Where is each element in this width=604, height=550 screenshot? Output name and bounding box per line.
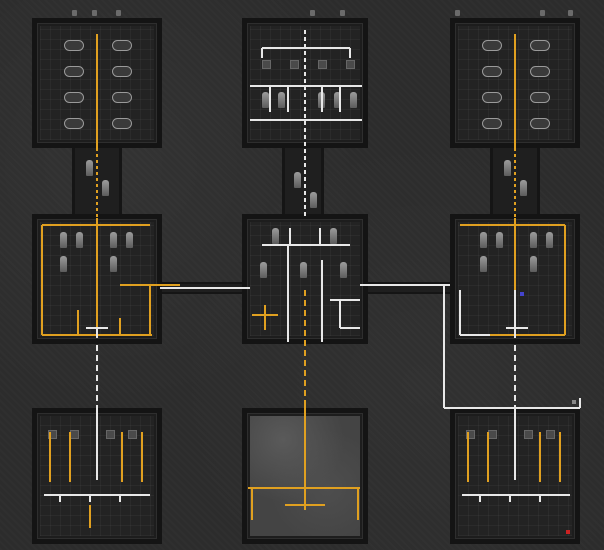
vent-icon [310,10,315,16]
vent-icon [455,10,460,16]
statue-icon[interactable] [262,92,269,108]
bed-icon[interactable] [112,118,132,129]
statue-icon[interactable] [86,160,93,176]
bed-icon[interactable] [112,40,132,51]
vent-icon [92,10,97,16]
bed-icon[interactable] [112,92,132,103]
statue-icon[interactable] [546,232,553,248]
bed-icon[interactable] [482,66,502,77]
bed-icon[interactable] [64,92,84,103]
shelf-icon[interactable] [48,430,57,439]
statue-icon[interactable] [530,232,537,248]
statue-icon[interactable] [272,228,279,244]
table-icon[interactable] [318,60,327,69]
room-mid-center[interactable] [242,214,368,344]
shelf-icon[interactable] [524,430,533,439]
table-icon[interactable] [262,60,271,69]
corridor-right [490,148,540,218]
vent-icon [72,10,77,16]
statue-icon[interactable] [530,256,537,272]
vent-icon [540,10,545,16]
selection-marker-icon[interactable] [520,292,524,296]
bed-icon[interactable] [530,92,550,103]
shelf-icon[interactable] [466,430,475,439]
bed-icon[interactable] [64,40,84,51]
vent-icon [340,10,345,16]
statue-icon[interactable] [310,192,317,208]
statue-icon[interactable] [60,232,67,248]
bed-icon[interactable] [530,40,550,51]
statue-icon[interactable] [126,232,133,248]
bed-icon[interactable] [482,40,502,51]
shelf-icon[interactable] [128,430,137,439]
bed-icon[interactable] [530,66,550,77]
shelf-icon[interactable] [106,430,115,439]
alert-marker-icon[interactable] [566,530,570,534]
bed-icon[interactable] [482,118,502,129]
statue-icon[interactable] [496,232,503,248]
corridor-center [282,148,324,218]
statue-icon[interactable] [520,180,527,196]
table-icon[interactable] [346,60,355,69]
statue-icon[interactable] [350,92,357,108]
statue-icon[interactable] [300,262,307,278]
bed-icon[interactable] [530,118,550,129]
statue-icon[interactable] [480,256,487,272]
bed-icon[interactable] [64,118,84,129]
statue-icon[interactable] [110,232,117,248]
statue-icon[interactable] [278,92,285,108]
statue-icon[interactable] [340,262,347,278]
terminal-icon[interactable] [572,400,576,404]
statue-icon[interactable] [480,232,487,248]
statue-icon[interactable] [294,172,301,188]
statue-icon[interactable] [330,228,337,244]
statue-icon[interactable] [110,256,117,272]
table-icon[interactable] [290,60,299,69]
statue-icon[interactable] [102,180,109,196]
bed-icon[interactable] [482,92,502,103]
bed-icon[interactable] [64,66,84,77]
statue-icon[interactable] [334,92,341,108]
shelf-icon[interactable] [546,430,555,439]
corridor-left [72,148,122,218]
statue-icon[interactable] [60,256,67,272]
statue-icon[interactable] [76,232,83,248]
vent-icon [568,10,573,16]
bed-icon[interactable] [112,66,132,77]
statue-icon[interactable] [260,262,267,278]
vent-icon [116,10,121,16]
statue-icon[interactable] [504,160,511,176]
